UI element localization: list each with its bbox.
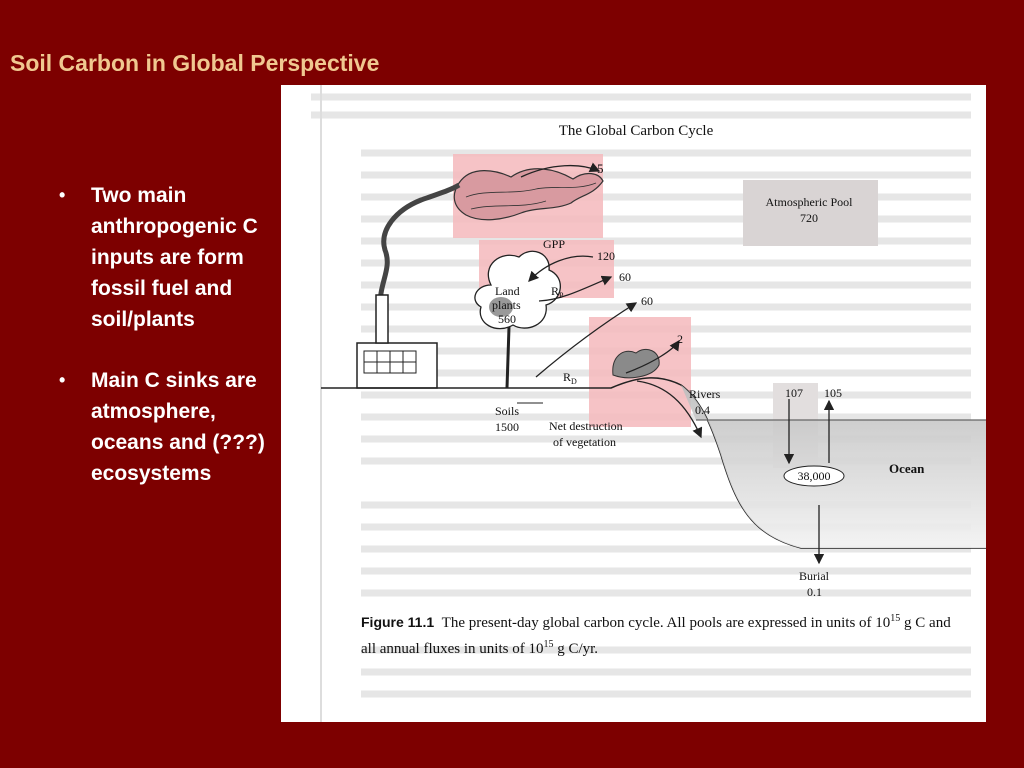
- rivers-label: Rivers: [689, 387, 721, 401]
- land-plants-label-2: plants: [492, 298, 521, 312]
- carbon-cycle-diagram: The Global Carbon Cycle Atmospheric Pool…: [311, 85, 986, 722]
- burial-label: Burial: [799, 569, 830, 583]
- gpp-value: 120: [597, 249, 615, 263]
- fossil-fuel-flux: 5: [597, 161, 604, 176]
- ocean-pool-value: 38,000: [798, 469, 831, 483]
- land-plants-label: Land: [495, 284, 520, 298]
- rd-label: RD: [563, 370, 577, 386]
- atmospheric-pool-value: 720: [800, 211, 818, 225]
- land-plants-value: 560: [498, 312, 516, 326]
- scanned-figure: The Global Carbon Cycle Atmospheric Pool…: [281, 85, 986, 722]
- burial-value: 0.1: [807, 585, 822, 599]
- destruction-flux-value: 2: [677, 332, 683, 346]
- soils-label: Soils: [495, 404, 519, 418]
- caption-label: Figure 11.1: [361, 614, 435, 630]
- bullet-item: Main C sinks are atmosphere, oceans and …: [55, 365, 265, 489]
- caption-text-2: g C and all annual fluxes in units of 10: [361, 615, 951, 657]
- rivers-value: 0.4: [695, 403, 710, 417]
- ocean-label: Ocean: [889, 461, 925, 476]
- ocean-water: [681, 385, 986, 548]
- rp-value: 60: [619, 270, 631, 284]
- figure-caption: Figure 11.1 The present-day global carbo…: [361, 608, 961, 660]
- caption-text-3: g C/yr.: [553, 641, 599, 657]
- net-destruction-label: Net destruction: [549, 419, 623, 433]
- bullet-item: Two main anthropogenic C inputs are form…: [55, 180, 265, 335]
- rp-label: RP: [551, 284, 564, 300]
- slide-title: Soil Carbon in Global Perspective: [10, 50, 380, 76]
- factory-icon: [356, 342, 438, 389]
- figure-title: The Global Carbon Cycle: [559, 123, 714, 139]
- caption-exponent-2: 15: [543, 639, 554, 650]
- net-destruction-label-2: of vegetation: [553, 435, 616, 449]
- rd-value: 60: [641, 294, 653, 308]
- caption-text: The present-day global carbon cycle. All…: [441, 615, 891, 631]
- burning-vegetation-icon: [612, 349, 660, 379]
- ocean-down-flux: 107: [785, 386, 803, 400]
- atmospheric-pool-label: Atmospheric Pool: [766, 195, 854, 209]
- smoke-plume-icon: [377, 182, 461, 311]
- soils-value: 1500: [495, 420, 519, 434]
- ocean-pool-oval: [783, 465, 845, 487]
- highlight-atmosphere: [743, 180, 878, 246]
- gpp-label: GPP: [543, 237, 565, 251]
- smoke-cloud-icon: [453, 168, 604, 221]
- ocean-up-flux: 105: [824, 386, 842, 400]
- bullet-list: Two main anthropogenic C inputs are form…: [55, 180, 265, 519]
- caption-exponent: 15: [890, 613, 901, 624]
